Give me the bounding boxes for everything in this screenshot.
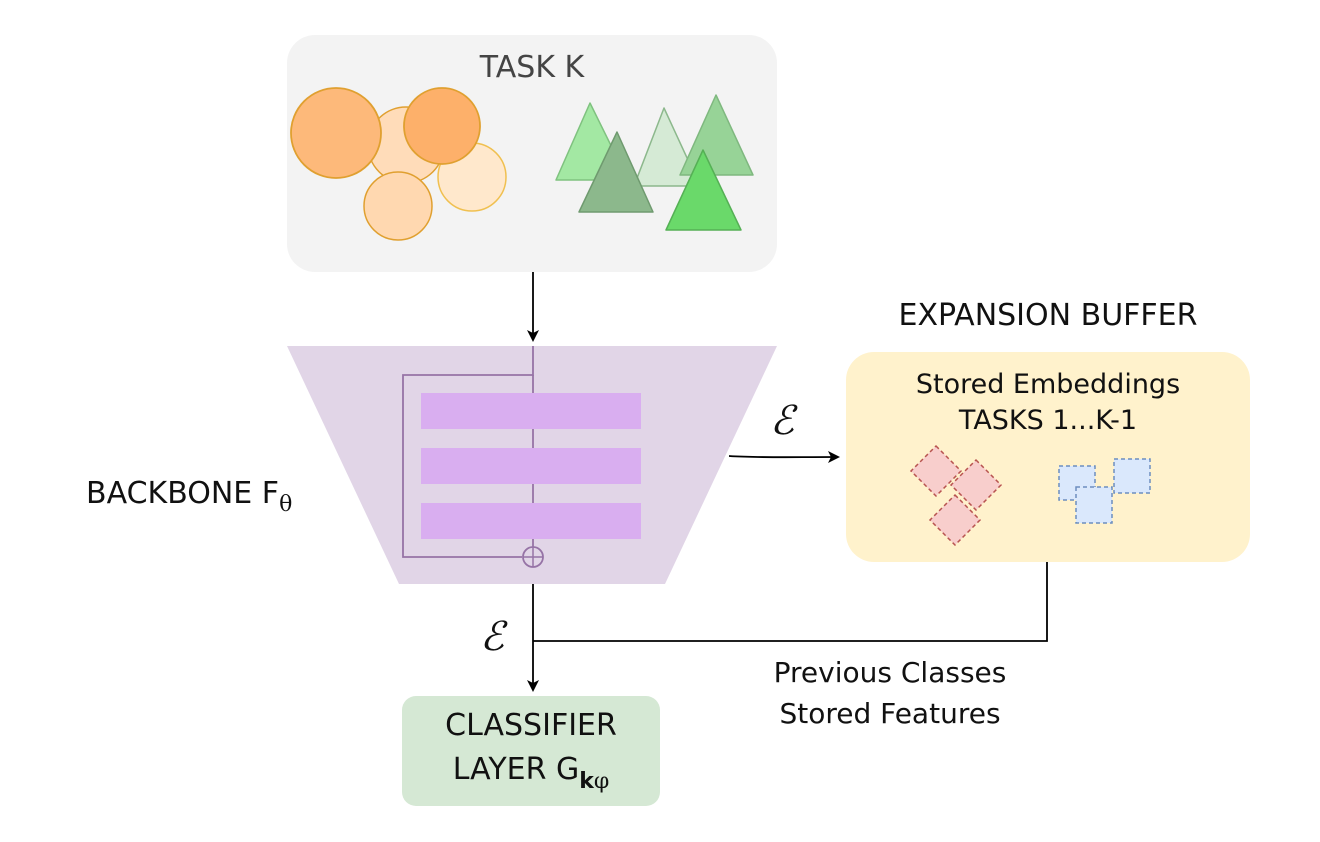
backbone-layer bbox=[421, 448, 641, 484]
diamond-shape bbox=[909, 444, 963, 498]
classifier-box bbox=[402, 696, 660, 806]
square-shape bbox=[1113, 458, 1151, 494]
stored-square-cluster bbox=[1058, 458, 1151, 524]
arrow-backbone-to-buffer bbox=[728, 451, 840, 464]
classifier-subscript-phi: φ bbox=[593, 769, 610, 794]
triangle-shape bbox=[665, 149, 742, 231]
classifier-label-text: LAYER G bbox=[452, 752, 580, 787]
triangle-class-cluster bbox=[555, 94, 754, 231]
buffer-description-line2: TASKS 1...K-1 bbox=[958, 405, 1138, 436]
backbone-subscript: θ bbox=[279, 492, 293, 517]
backbone-layer bbox=[421, 393, 641, 429]
circle-shape bbox=[363, 171, 433, 241]
previous-classes-label-line2: Stored Features bbox=[779, 697, 1001, 730]
connector-buffer-to-classifier bbox=[533, 562, 1048, 642]
embedding-symbol-buffer: ℰ bbox=[770, 398, 795, 444]
task-title: TASK K bbox=[479, 50, 585, 85]
classifier-label-line1: CLASSIFIER bbox=[445, 708, 617, 743]
triangle-shape bbox=[679, 94, 754, 176]
diamond-shape bbox=[949, 458, 1003, 512]
backbone-label: BACKBONE Fθ bbox=[86, 476, 292, 517]
classifier-label-line2: LAYER Gkφ bbox=[402, 752, 660, 794]
buffer-description-line1: Stored Embeddings bbox=[915, 369, 1181, 400]
circle-shape bbox=[403, 87, 481, 165]
triangle-shape bbox=[578, 131, 654, 213]
square-shape bbox=[1075, 486, 1113, 524]
circle-class-cluster bbox=[290, 87, 507, 241]
previous-classes-label-line1: Previous Classes bbox=[773, 656, 1007, 689]
buffer-title: EXPANSION BUFFER bbox=[898, 298, 1198, 333]
embedding-symbol-classifier: ℰ bbox=[480, 614, 505, 660]
diamond-shape bbox=[928, 493, 982, 547]
stored-diamond-cluster bbox=[909, 444, 1003, 547]
backbone-layer bbox=[421, 503, 641, 539]
classifier-subscript-k: k bbox=[579, 769, 594, 794]
backbone-label-text: BACKBONE F bbox=[86, 476, 280, 511]
circle-shape bbox=[290, 87, 382, 179]
